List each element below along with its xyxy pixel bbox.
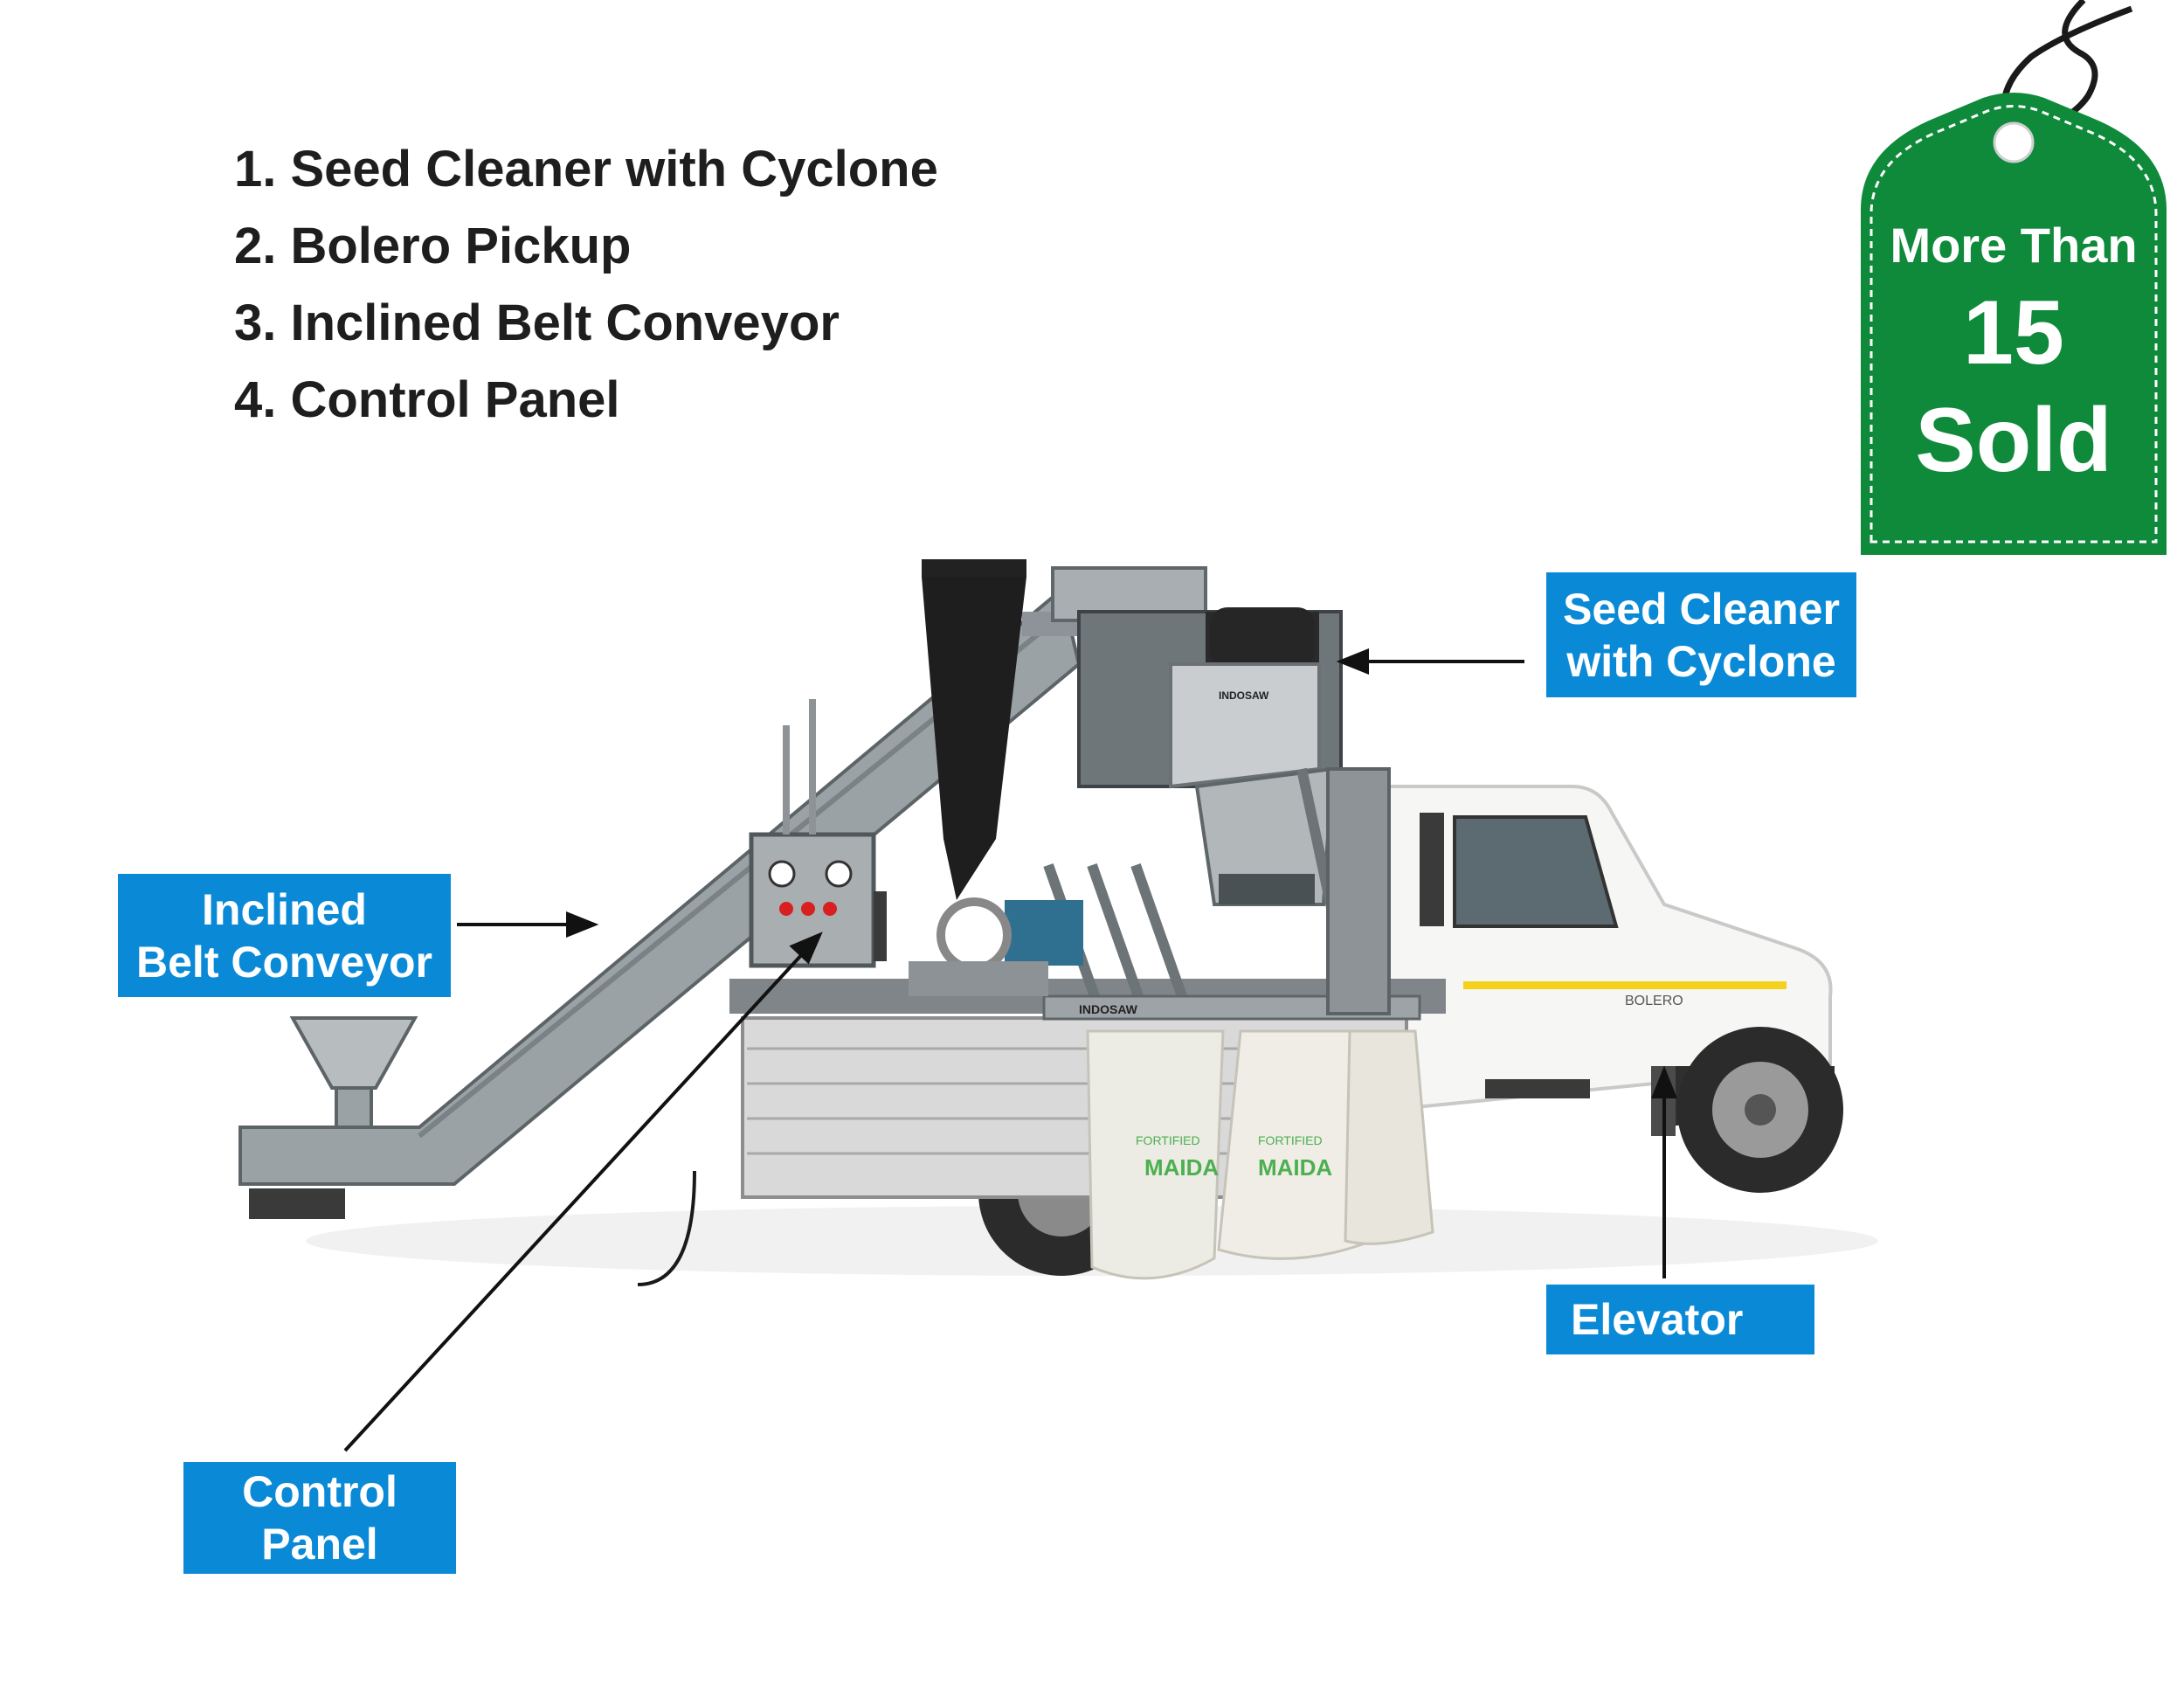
tag-number: 15 <box>1963 282 2064 384</box>
feature-item-seed-cleaner: 1. Seed Cleaner with Cyclone <box>234 141 938 197</box>
callout-inclined-belt-line-2: Belt Conveyor <box>136 937 432 987</box>
control-panel-arrow <box>343 951 805 1452</box>
tag-shape <box>1861 93 2167 555</box>
callout-control-panel: Control Panel <box>183 1462 456 1574</box>
seed-cleaner <box>1042 566 1421 1021</box>
callout-seed-cleaner-line-1: Seed Cleaner <box>1563 584 1840 634</box>
feature-item-inclined-belt: 3. Inclined Belt Conveyor <box>234 294 840 351</box>
bag-text-fortified-1: FORTIFIED <box>1136 1133 1200 1147</box>
feature-list: 1. Seed Cleaner with Cyclone 2. Bolero P… <box>234 131 938 439</box>
callout-control-panel-line-1: Control <box>242 1467 397 1516</box>
tag-line-sold: Sold <box>1915 390 2112 491</box>
callout-elevator: Elevator <box>1546 1285 1814 1354</box>
front-wheel <box>1677 1027 1843 1193</box>
callout-control-panel-line-2: Panel <box>261 1520 378 1569</box>
frame-brand-text: INDOSAW <box>1079 1002 1138 1016</box>
bag-text-maida-2: MAIDA <box>1258 1154 1332 1181</box>
bag-text-fortified-2: FORTIFIED <box>1258 1133 1323 1147</box>
sacks: MAIDA FORTIFIED MAIDA FORTIFIED <box>1086 1029 1434 1280</box>
callout-inclined-belt: Inclined Belt Conveyor <box>118 874 451 997</box>
callout-inclined-belt-line-1: Inclined <box>202 884 367 934</box>
bag-text-maida-1: MAIDA <box>1144 1154 1219 1181</box>
tag-hole <box>1993 121 2035 163</box>
feature-item-bolero-pickup: 2. Bolero Pickup <box>234 218 632 274</box>
vehicle-brand-text: BOLERO <box>1625 994 1683 1008</box>
motor <box>909 897 1083 996</box>
callout-seed-cleaner-line-2: with Cyclone <box>1566 636 1836 686</box>
callout-seed-cleaner: Seed Cleaner with Cyclone <box>1546 572 1856 697</box>
sold-tag-badge <box>1861 0 2167 555</box>
machine-brand-text: INDOSAW <box>1219 689 1269 702</box>
feature-item-control-panel: 4. Control Panel <box>234 371 620 428</box>
tag-line-more-than: More Than <box>1890 218 2138 273</box>
callout-elevator-line-1: Elevator <box>1571 1295 1744 1344</box>
